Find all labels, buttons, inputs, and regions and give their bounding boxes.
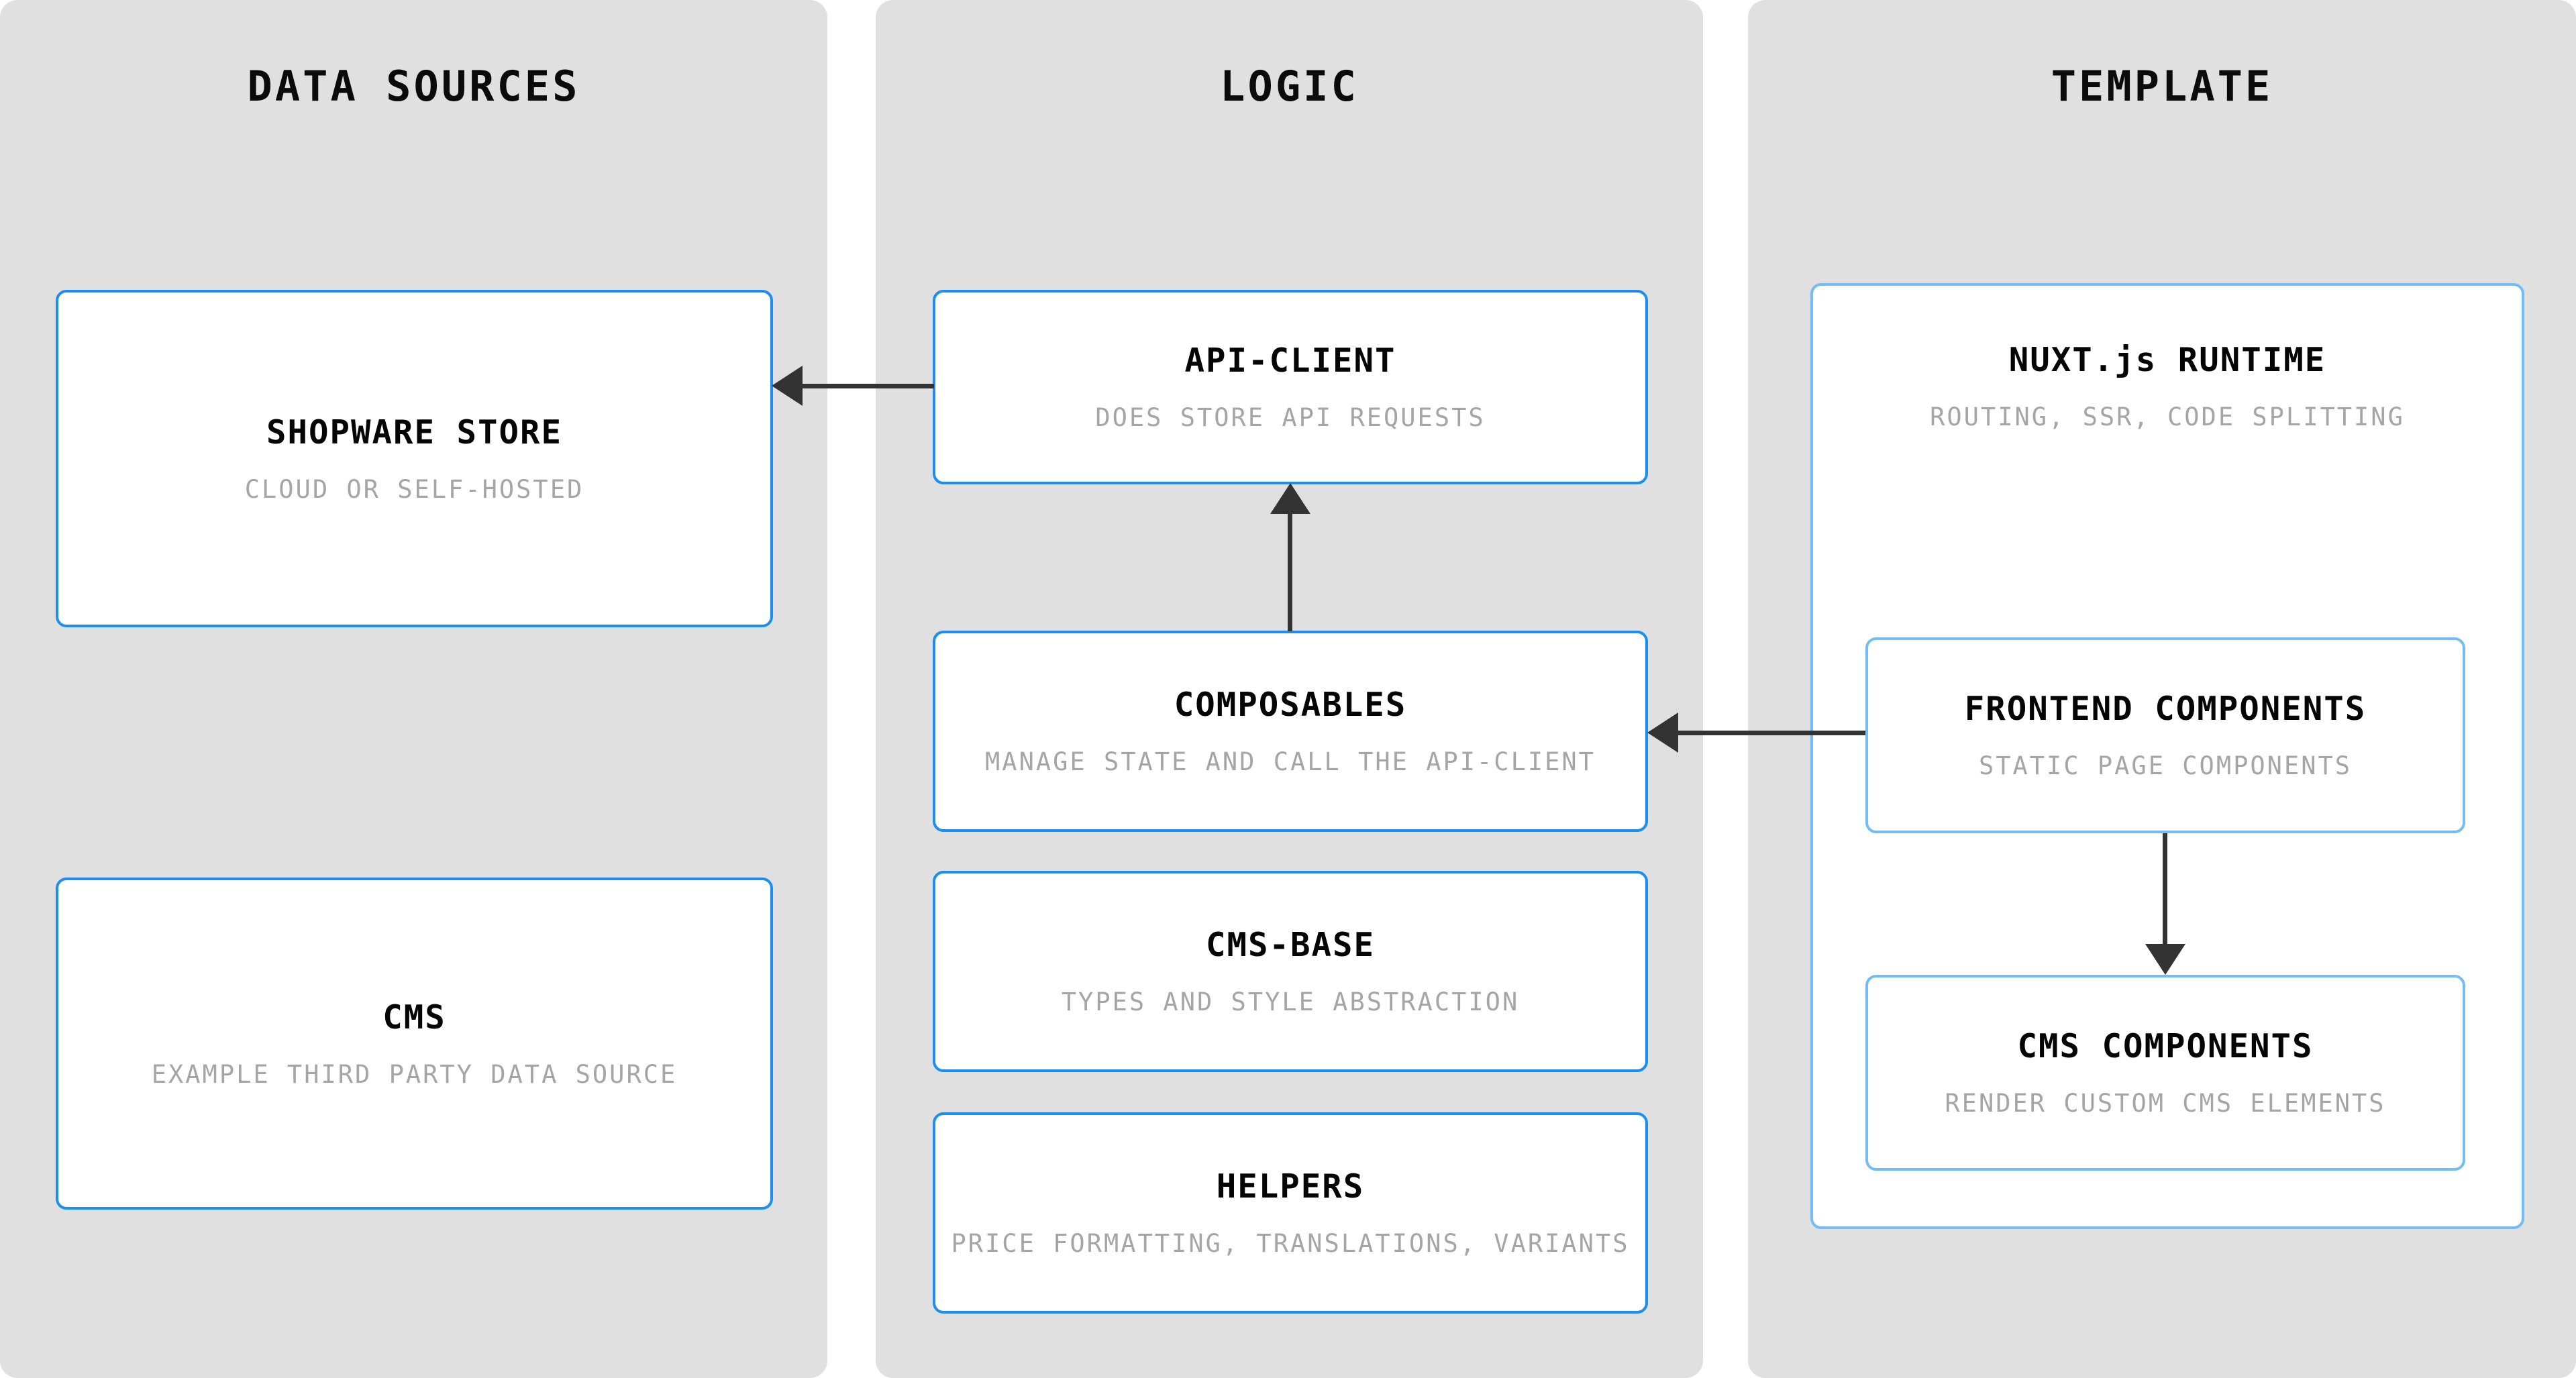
card-helpers[interactable]: HELPERS PRICE FORMATTING, TRANSLATIONS, … (933, 1112, 1648, 1314)
connector-api-client-to-shopware-store-line (803, 384, 934, 388)
connector-frontend-to-cms-components-arrowhead (2145, 944, 2185, 975)
card-subtitle-frontend-components: STATIC PAGE COMPONENTS (1978, 751, 2353, 780)
connector-frontend-to-cms-components-line (2163, 833, 2167, 944)
card-subtitle-nuxt-runtime: ROUTING, SSR, CODE SPLITTING (1930, 403, 2405, 431)
connector-composables-to-api-client-line (1288, 514, 1292, 631)
card-subtitle-shopware-store: CLOUD OR SELF-HOSTED (244, 474, 584, 504)
card-subtitle-api-client: DOES STORE API REQUESTS (1095, 403, 1486, 432)
card-subtitle-cms-components: RENDER CUSTOM CMS ELEMENTS (1945, 1089, 2386, 1118)
card-subtitle-cms: EXAMPLE THIRD PARTY DATA SOURCE (151, 1059, 678, 1089)
column-title-logic: LOGIC (1220, 62, 1359, 111)
card-cms-components[interactable]: CMS COMPONENTS RENDER CUSTOM CMS ELEMENT… (1865, 975, 2465, 1171)
card-title-nuxt-runtime: NUXT.js RUNTIME (2008, 341, 2326, 379)
connector-composables-to-api-client-arrowhead (1270, 483, 1310, 514)
card-title-composables: COMPOSABLES (1174, 686, 1407, 724)
card-title-cms-base: CMS-BASE (1205, 926, 1375, 964)
card-api-client[interactable]: API-CLIENT DOES STORE API REQUESTS (933, 290, 1648, 484)
connector-frontend-components-to-composables-line (1678, 731, 1865, 735)
card-title-cms-components: CMS COMPONENTS (2017, 1027, 2314, 1065)
connector-frontend-components-to-composables-arrowhead (1647, 712, 1678, 753)
card-title-api-client: API-CLIENT (1184, 341, 1396, 380)
card-title-shopware-store: SHOPWARE STORE (266, 413, 562, 452)
card-title-helpers: HELPERS (1216, 1167, 1365, 1206)
card-subtitle-composables: MANAGE STATE AND CALL THE API-CLIENT (985, 747, 1596, 776)
card-cms[interactable]: CMS EXAMPLE THIRD PARTY DATA SOURCE (56, 878, 773, 1210)
card-subtitle-helpers: PRICE FORMATTING, TRANSLATIONS, VARIANTS (951, 1229, 1630, 1258)
card-cms-base[interactable]: CMS-BASE TYPES AND STYLE ABSTRACTION (933, 871, 1648, 1072)
column-title-data-sources: DATA SOURCES (247, 62, 580, 111)
connector-api-client-to-shopware-store-arrowhead (772, 366, 803, 406)
card-frontend-components[interactable]: FRONTEND COMPONENTS STATIC PAGE COMPONEN… (1865, 637, 2465, 833)
card-title-frontend-components: FRONTEND COMPONENTS (1964, 690, 2367, 728)
card-title-cms: CMS (382, 998, 446, 1037)
card-composables[interactable]: COMPOSABLES MANAGE STATE AND CALL THE AP… (933, 631, 1648, 832)
column-title-template: TEMPLATE (2051, 62, 2273, 111)
card-shopware-store[interactable]: SHOPWARE STORE CLOUD OR SELF-HOSTED (56, 290, 773, 627)
card-subtitle-cms-base: TYPES AND STYLE ABSTRACTION (1061, 988, 1520, 1016)
